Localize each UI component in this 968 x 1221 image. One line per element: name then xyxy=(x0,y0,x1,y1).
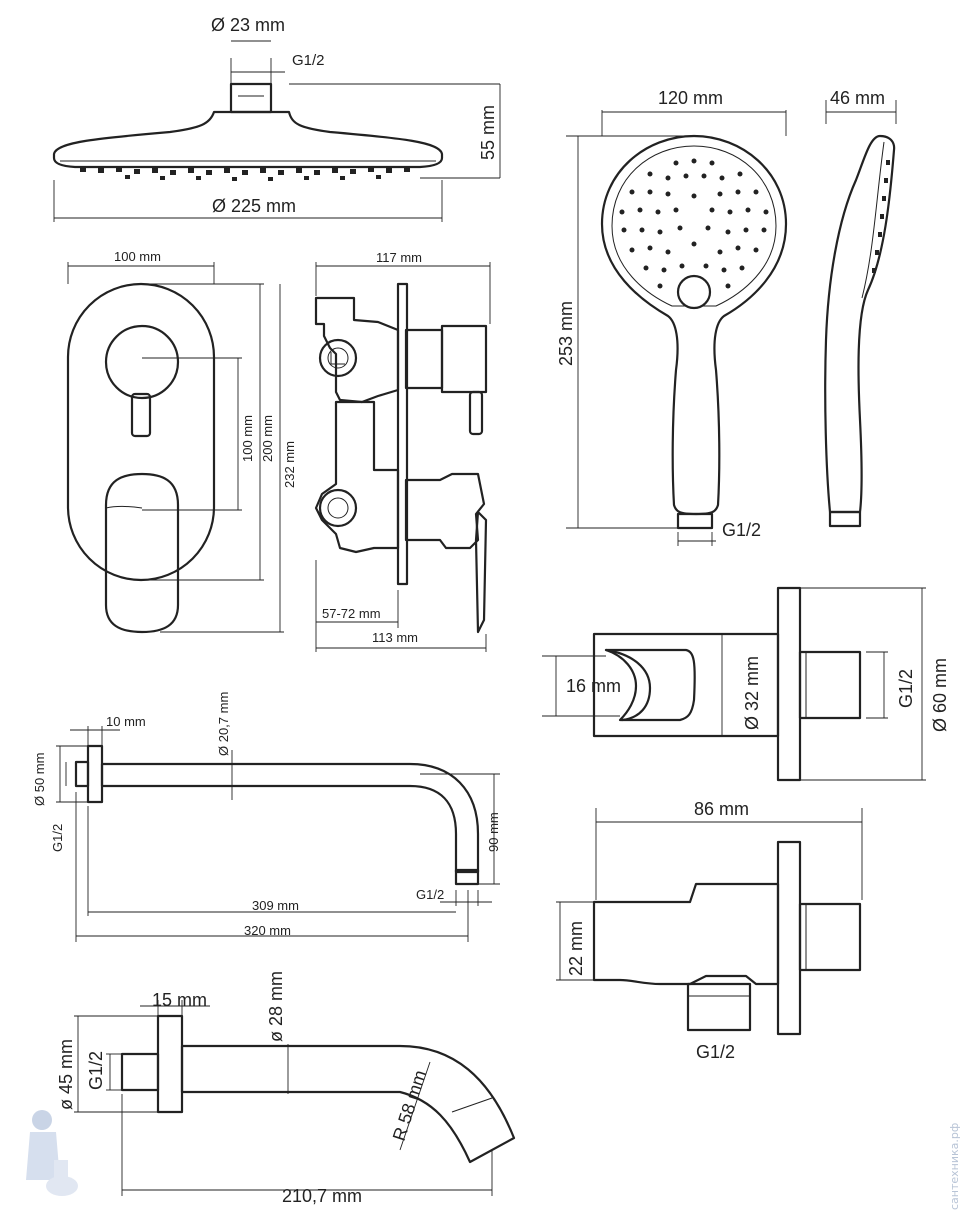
plate-inner-height-label: 200 mm xyxy=(260,415,275,462)
spout-flange-thickness-label: 15 mm xyxy=(152,990,207,1010)
wall-outlet-drawing: 86 mm 22 mm G1/2 xyxy=(556,799,863,1062)
outlet-length-label: 86 mm xyxy=(694,799,749,819)
outlet-height-label: 22 mm xyxy=(566,921,586,976)
arm-drop-label: 90 mm xyxy=(486,812,501,852)
hand-depth-label: 46 mm xyxy=(830,88,885,108)
arm-flange-diameter-label: Ø 50 mm xyxy=(32,753,47,806)
mixer-adjust-label: 57-72 mm xyxy=(322,606,381,621)
arm-reach-label: 309 mm xyxy=(252,898,299,913)
head-thread-label: G1/2 xyxy=(292,52,325,69)
bath-spout-drawing: 15 mm ø 28 mm ø 45 mm G1/2 R 58 mm 210,7… xyxy=(56,971,516,1206)
plate-outer-height-label: 232 mm xyxy=(282,441,297,488)
hand-width-label: 120 mm xyxy=(658,88,723,108)
mixer-body-label: 113 mm xyxy=(372,630,418,645)
watermark-logo xyxy=(26,1110,78,1196)
outlet-thread-label: G1/2 xyxy=(696,1042,735,1062)
arm-thread-in-label: G1/2 xyxy=(50,824,65,852)
hand-length-label: 253 mm xyxy=(556,301,576,366)
holder-tube-label: Ø 32 mm xyxy=(742,656,762,730)
spout-tube-label: ø 28 mm xyxy=(266,971,286,1042)
arm-tube-label: Ø 20,7 mm xyxy=(216,692,231,756)
arm-thread-out-label: G1/2 xyxy=(416,887,444,902)
spout-radius-label: R 58 mm xyxy=(389,1068,431,1144)
hand-thread-label: G1/2 xyxy=(722,520,761,540)
arm-flange-thickness-label: 10 mm xyxy=(106,714,146,729)
hand-shower-side-drawing: 46 mm xyxy=(824,88,897,528)
holder-thread-label: G1/2 xyxy=(896,669,916,708)
spout-thread-label: G1/2 xyxy=(86,1051,106,1090)
hand-shower-nozzles xyxy=(619,158,769,289)
spout-flange-diameter-label: ø 45 mm xyxy=(56,1039,76,1110)
head-connector-diameter-label: Ø 23 mm xyxy=(211,15,285,35)
holder-hole-label: 16 mm xyxy=(566,676,621,696)
head-height-label: 55 mm xyxy=(478,105,498,160)
mixer-depth-label: 117 mm xyxy=(376,250,422,265)
hand-side-nozzles xyxy=(872,160,890,273)
head-diameter-label: Ø 225 mm xyxy=(212,196,296,216)
plate-width-label: 100 mm xyxy=(114,249,161,264)
mixer-cover-plate-drawing: 100 mm 100 mm 200 mm 232 mm xyxy=(66,249,297,634)
wall-holder-drawing: 16 mm Ø 32 mm G1/2 Ø 60 mm xyxy=(542,586,950,782)
watermark-text: сантехника.рф xyxy=(948,1123,961,1210)
rain-head-nozzles xyxy=(80,167,410,181)
spout-length-label: 210,7 mm xyxy=(282,1186,362,1206)
arm-total-label: 320 mm xyxy=(244,923,291,938)
holder-flange-label: Ø 60 mm xyxy=(930,658,950,732)
shower-arm-drawing: 10 mm Ø 20,7 mm Ø 50 mm G1/2 90 mm G1/2 … xyxy=(32,692,501,942)
hand-shower-front-drawing: 120 mm 253 mm G1/2 xyxy=(556,88,788,546)
rain-shower-head-drawing: Ø 23 mm G1/2 55 mm Ø 225 mm xyxy=(52,15,501,222)
plate-axis-spacing-label: 100 mm xyxy=(240,415,255,462)
mixer-side-drawing: 117 mm 57-72 mm 113 mm xyxy=(314,250,491,652)
